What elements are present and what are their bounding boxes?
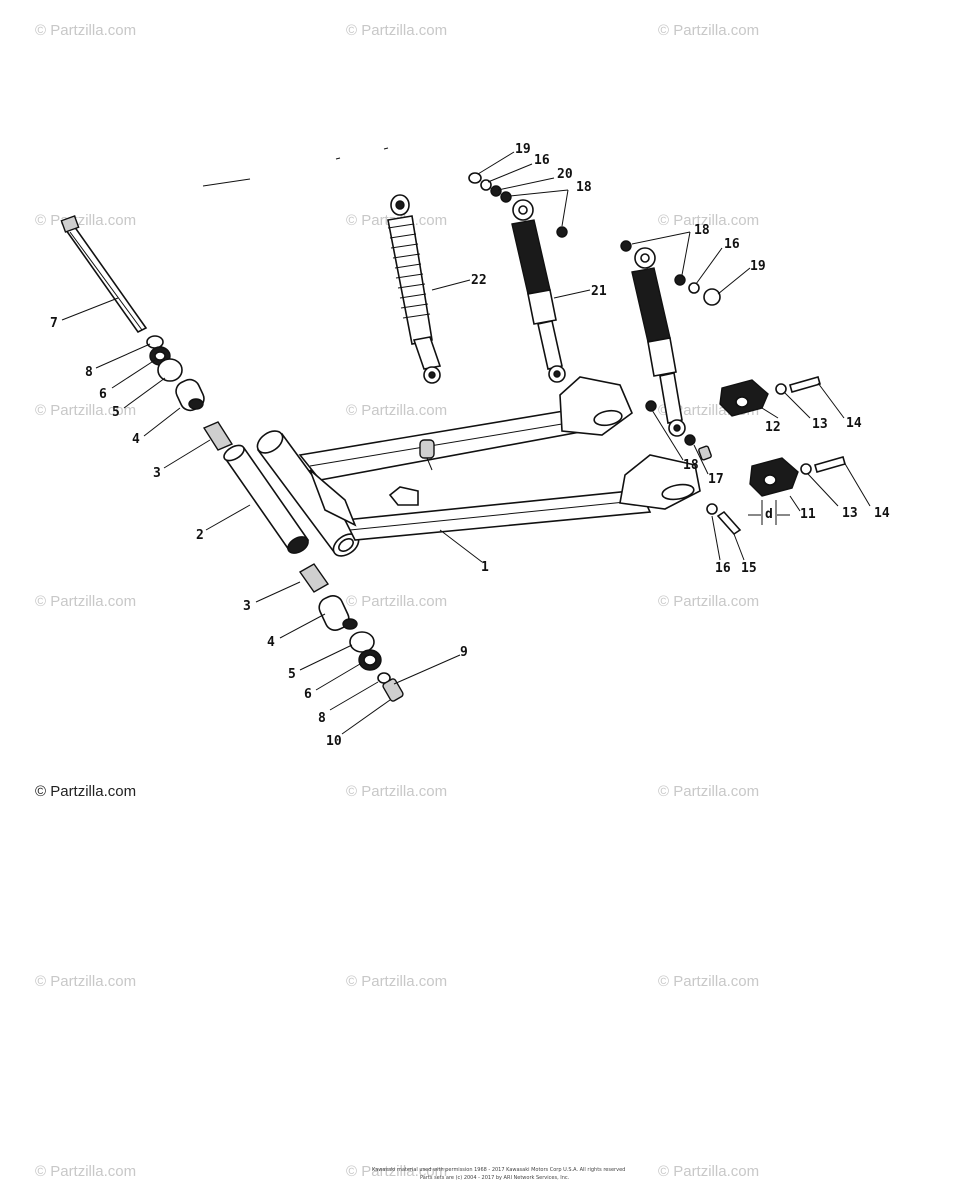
watermark: © Partzilla.com	[35, 973, 136, 990]
callout-18: 18	[683, 458, 699, 473]
callout-16: 16	[534, 153, 550, 168]
watermark: © Partzilla.com	[35, 1163, 136, 1180]
watermark: © Partzilla.com	[658, 1163, 759, 1180]
callout-16: 16	[715, 561, 731, 576]
watermark: © Partzilla.com	[658, 783, 759, 800]
copyright-footer: Kawasaki material used with permission 1…	[372, 1167, 625, 1181]
callout-6: 6	[304, 687, 312, 702]
callout-13: 13	[812, 417, 828, 432]
watermark: © Partzilla.com	[35, 212, 136, 229]
callout-19: 19	[750, 259, 766, 274]
shock-absorber-22	[387, 194, 442, 384]
callout-4: 4	[132, 432, 140, 447]
callout-labels: 1 2 3 3 4 4 5 5 6 6 7 8 8 9 10 11 12 13 …	[50, 142, 890, 749]
callout-15: 15	[741, 561, 757, 576]
watermark-grid: © Partzilla.com © Partzilla.com © Partzi…	[35, 22, 759, 1180]
callout-16: 16	[724, 237, 740, 252]
callout-12: 12	[765, 420, 781, 435]
callout-9: 9	[460, 645, 468, 660]
watermark: © Partzilla.com	[658, 22, 759, 39]
callout-4: 4	[267, 635, 275, 650]
callout-5: 5	[112, 405, 120, 420]
watermark: © Partzilla.com	[35, 22, 136, 39]
lower-bushing-stack	[298, 563, 404, 702]
callout-8: 8	[85, 365, 93, 380]
callout-10: 10	[326, 734, 342, 749]
callout-20: 20	[557, 167, 573, 182]
watermark: © Partzilla.com	[346, 783, 447, 800]
leader-lines	[61, 151, 871, 735]
shock-absorber-right	[631, 247, 686, 437]
swing-arm-1	[256, 376, 701, 557]
callout-13: 13	[842, 506, 858, 521]
shock-absorber-21	[511, 199, 566, 383]
watermark: © Partzilla.com	[346, 22, 447, 39]
callout-19: 19	[515, 142, 531, 157]
callout-18: 18	[576, 180, 592, 195]
callout-3: 3	[153, 466, 161, 481]
scan-marks	[202, 147, 389, 187]
dimension-mark: d	[765, 507, 773, 522]
callout-21: 21	[591, 284, 607, 299]
watermark: © Partzilla.com	[346, 593, 447, 610]
callout-8: 8	[318, 711, 326, 726]
copyright-line-2: Parts sets are (c) 2004 - 2017 by ARI Ne…	[420, 1175, 570, 1181]
watermark: © Partzilla.com	[35, 402, 136, 419]
callout-6: 6	[99, 387, 107, 402]
pivot-tube-2	[223, 444, 310, 554]
callout-14: 14	[874, 506, 890, 521]
watermark: © Partzilla.com	[658, 973, 759, 990]
watermark: © Partzilla.com	[346, 1163, 447, 1180]
watermark: © Partzilla.com	[658, 593, 759, 610]
callout-18: 18	[694, 223, 710, 238]
callout-2: 2	[196, 528, 204, 543]
watermark: © Partzilla.com	[35, 593, 136, 610]
watermark: © Partzilla.com	[658, 212, 759, 229]
watermark: © Partzilla.com	[346, 402, 447, 419]
adjuster-12	[719, 376, 821, 417]
hardware	[468, 172, 742, 536]
callout-3: 3	[243, 599, 251, 614]
callout-11: 11	[800, 507, 816, 522]
watermark-primary: © Partzilla.com	[35, 783, 136, 800]
callout-17: 17	[708, 472, 724, 487]
callout-14: 14	[846, 416, 862, 431]
copyright-line-1: Kawasaki material used with permission 1…	[372, 1167, 625, 1173]
pivot-bolt-7	[60, 215, 148, 334]
callout-1: 1	[481, 560, 489, 575]
watermark: © Partzilla.com	[346, 973, 447, 990]
adjuster-11	[748, 456, 846, 525]
callout-5: 5	[288, 667, 296, 682]
upper-bushing-stack	[146, 335, 234, 451]
callout-22: 22	[471, 273, 487, 288]
callout-7: 7	[50, 316, 58, 331]
